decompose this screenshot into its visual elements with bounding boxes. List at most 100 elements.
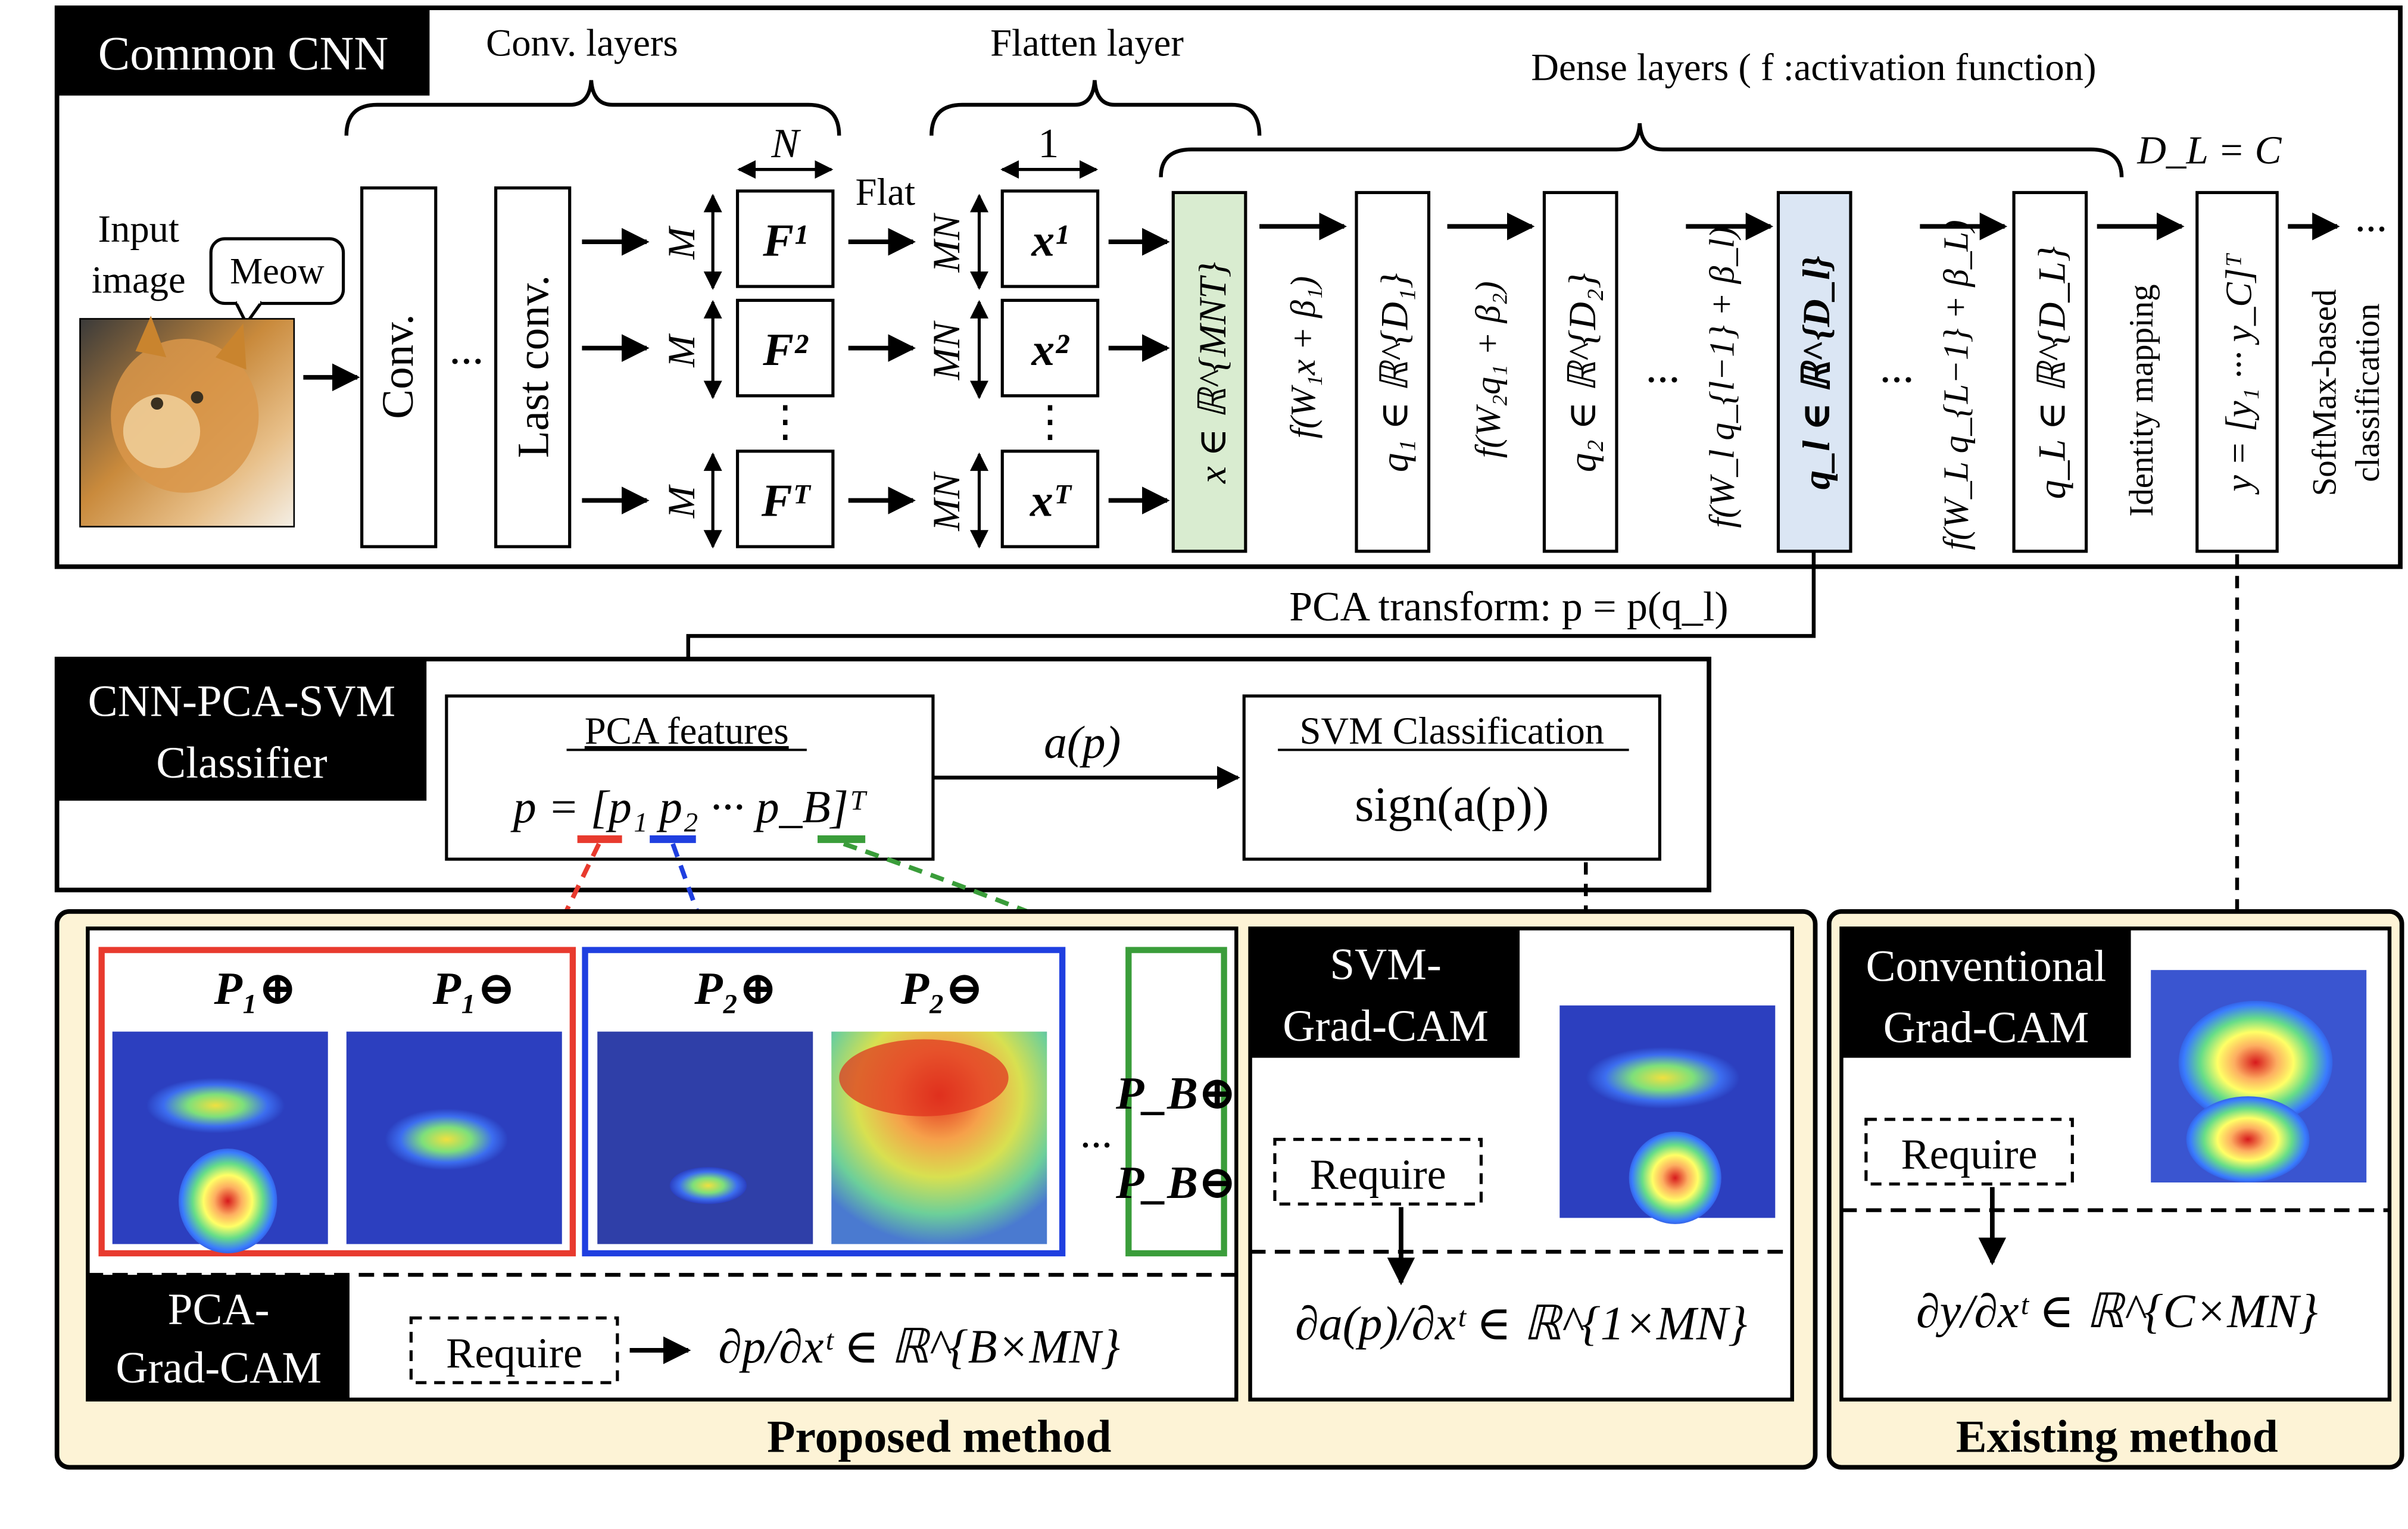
y-label: y = [y₁ ··· y_C]ᵀ — [2219, 252, 2259, 495]
heatmap-svm-gradcam — [1559, 1005, 1776, 1224]
dense-layers-brace — [1159, 123, 2124, 177]
conv-dots: ... — [449, 322, 484, 373]
dim-one: 1 — [1038, 121, 1059, 167]
x2-box — [1000, 298, 1100, 398]
pb-group — [1125, 947, 1227, 1257]
pca-require-box — [409, 1316, 619, 1384]
flatten-layer-label: Flatten layer — [990, 21, 1184, 64]
pca-transform-label: PCA transform: p = p(q_l) — [1289, 584, 1728, 630]
softmax-line-2: classification — [2349, 304, 2387, 482]
p2-plus-label: P₂⊕ — [694, 963, 777, 1014]
svm-require-box — [1273, 1138, 1483, 1206]
p2-group — [582, 947, 1066, 1257]
common-cnn-panel — [54, 5, 2403, 569]
qL-box — [2012, 191, 2088, 553]
svm-gradcam-tag-bg — [1250, 928, 1520, 1058]
dim-mn-2: MN — [925, 320, 968, 380]
x1-box — [1000, 189, 1100, 288]
xt-box — [1000, 450, 1100, 548]
flatten-layer-brace — [929, 80, 1262, 136]
q2-label: q₂ ∈ ℝ^{D₂} — [1561, 273, 1604, 472]
dim-mn-3: MN — [925, 471, 968, 532]
heatmap-p1-minus — [346, 1031, 562, 1244]
f1-label: F¹ — [762, 214, 807, 266]
pca-gradcam-tag-1: PCA- — [168, 1285, 270, 1334]
svm-gradcam-tag-1: SVM- — [1330, 940, 1441, 990]
existing-tag-bg — [1841, 928, 2131, 1058]
pb-plus-label: P_B⊕ — [1115, 1068, 1237, 1119]
dense-dots-1: ... — [1645, 341, 1680, 392]
fL-activation: f(W_L q_{L−1} + β_L) — [1936, 220, 1975, 550]
a-of-p: a(p) — [1044, 716, 1121, 767]
pca-features-title: PCA features — [585, 709, 789, 752]
last-conv-label: Last conv. — [509, 275, 559, 458]
more-dots: ... — [2355, 192, 2387, 241]
common-cnn-tag-bg — [57, 8, 430, 96]
q2-box — [1542, 191, 1618, 553]
dim-m-2: M — [660, 333, 703, 368]
existing-tag-2: Grad-CAM — [1883, 1003, 2089, 1053]
sign-function: sign(a(p)) — [1355, 776, 1549, 831]
common-cnn-tag: Common CNN — [98, 28, 389, 80]
existing-require-text: Require — [1901, 1130, 2038, 1178]
fl-activation: f(W_l q_{l−1} + β_l) — [1702, 227, 1741, 528]
x2-label: x² — [1031, 324, 1069, 375]
conv-block — [360, 186, 438, 548]
x1-label: x¹ — [1031, 214, 1068, 266]
f1-activation: f(W₁x + β₁) — [1283, 276, 1322, 439]
existing-require-box — [1864, 1118, 2074, 1186]
group-dots: ... — [1080, 1109, 1112, 1157]
ql-box — [1776, 191, 1852, 553]
existing-tag-1: Conventional — [1866, 941, 2107, 991]
p-vector: p = [p₁ p₂ ··· p_B]ᵀ — [510, 781, 868, 832]
pca-features-box — [445, 694, 935, 861]
input-image-label-1: Input — [98, 207, 179, 250]
heatmap-p2-minus — [831, 1031, 1047, 1244]
f2-box — [735, 298, 835, 398]
dim-m-1: M — [660, 226, 703, 260]
pca-gradcam-tag-2: Grad-CAM — [116, 1343, 322, 1393]
svm-tag-line-1: CNN-PCA-SVM — [88, 677, 396, 726]
svm-gradcam-tag-2: Grad-CAM — [1283, 1001, 1489, 1051]
dense-layers-label: Dense layers ( f :activation function) — [1531, 46, 2096, 89]
dl-equals-c: D_L = C — [2136, 127, 2282, 172]
q1-box — [1355, 191, 1431, 553]
p2-dashed-arrow — [670, 842, 713, 946]
qL-label: q_L ∈ ℝ^{D_L} — [2030, 246, 2073, 499]
svm-gradient: ∂a(p)/∂xᵗ ∈ ℝ^{1×MN} — [1295, 1298, 1747, 1350]
p1-minus-label: P₁⊖ — [432, 963, 516, 1014]
svm-classification-box — [1242, 694, 1661, 861]
heatmap-p2-plus — [597, 1031, 813, 1244]
input-image-label-2: image — [92, 258, 186, 301]
last-conv-block — [494, 186, 572, 548]
speech-bubble — [209, 237, 345, 305]
ft-label: Fᵀ — [761, 475, 812, 526]
input-cat-image — [79, 316, 295, 528]
f-vdots: ⋮ — [764, 397, 807, 445]
xt-label: xᵀ — [1030, 475, 1072, 526]
heatmap-conventional-gradcam — [2151, 970, 2367, 1183]
dim-m-3: M — [660, 484, 703, 519]
proposed-method-title: Proposed method — [767, 1411, 1111, 1462]
p1-plus-label: P₁⊕ — [214, 963, 297, 1014]
heatmap-p1-plus — [112, 1031, 328, 1253]
p1-group — [98, 947, 576, 1257]
conv-label: Conv. — [373, 314, 423, 419]
svm-classification-title: SVM Classification — [1299, 709, 1604, 752]
pca-require-text: Require — [446, 1328, 582, 1377]
p2-minus-label: P₂⊖ — [900, 963, 984, 1014]
f2-activation: f(W₂q₁ + β₂) — [1468, 281, 1507, 458]
flat-label: Flat — [855, 170, 915, 213]
meow-text: Meow — [230, 251, 325, 292]
existing-gradient: ∂y/∂xᵗ ∈ ℝ^{C×MN} — [1916, 1285, 2318, 1338]
dense-dots-2: ... — [1879, 341, 1914, 392]
ft-box — [735, 450, 835, 548]
ql-label: q_l ∈ ℝ^{D_l} — [1795, 256, 1838, 490]
f1-box — [735, 189, 835, 288]
f2-label: F² — [762, 324, 809, 375]
pca-gradcam-tag-bg — [88, 1275, 350, 1400]
conv-layers-label: Conv. layers — [486, 21, 678, 64]
dim-mn-1: MN — [925, 212, 968, 273]
